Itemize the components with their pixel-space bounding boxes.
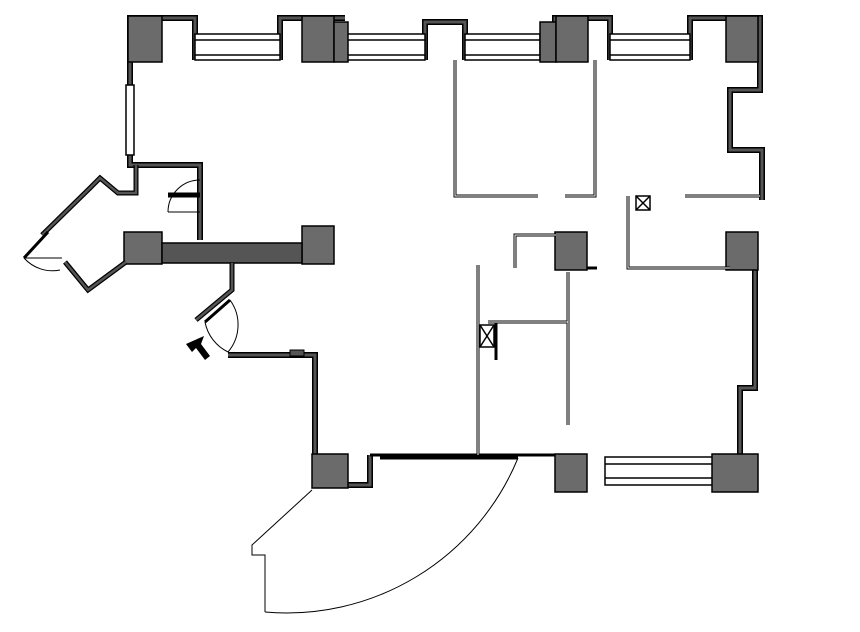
window-north-4 <box>609 33 691 61</box>
partition-room-north-east <box>565 60 597 198</box>
partition-core <box>513 233 556 268</box>
partition-room-north <box>453 60 538 198</box>
corridor-wall <box>161 242 303 322</box>
door-south-main <box>251 456 519 614</box>
utility-box-icon <box>479 324 495 348</box>
window-north-1 <box>194 33 281 61</box>
windows <box>125 33 716 486</box>
columns <box>123 15 759 493</box>
column-e <box>725 231 759 271</box>
door-entry <box>204 298 239 353</box>
door-annex <box>167 179 201 213</box>
column-n2 <box>301 15 335 63</box>
door-swings <box>22 179 519 614</box>
column-w2 <box>301 225 335 265</box>
column-n2b <box>333 21 349 63</box>
window-north-3 <box>464 33 541 61</box>
window-north-2 <box>344 33 426 61</box>
column-n3b <box>555 15 589 63</box>
west-annex-wall-fills <box>41 165 138 292</box>
column-se <box>711 453 759 493</box>
column-sw <box>311 453 349 489</box>
window-south-1 <box>604 456 716 486</box>
column-s <box>554 453 588 493</box>
corridor-wall-band <box>161 242 303 264</box>
utility-boxes <box>479 195 651 348</box>
exterior-wall-east <box>737 270 758 455</box>
column-n3 <box>539 21 557 63</box>
threshold-mark <box>289 349 305 357</box>
column-ne <box>725 15 759 63</box>
door-west-exit <box>22 230 62 272</box>
column-mid <box>554 231 588 271</box>
column-nw <box>127 15 163 63</box>
utility-box-icon <box>635 195 651 211</box>
entry-arrow-icon <box>186 336 210 360</box>
exterior-wall-north-mid <box>422 19 468 60</box>
column-w1 <box>123 231 163 265</box>
window-west-1 <box>125 84 135 156</box>
west-annex-walls <box>40 165 200 294</box>
exterior-wall-west <box>127 60 203 240</box>
